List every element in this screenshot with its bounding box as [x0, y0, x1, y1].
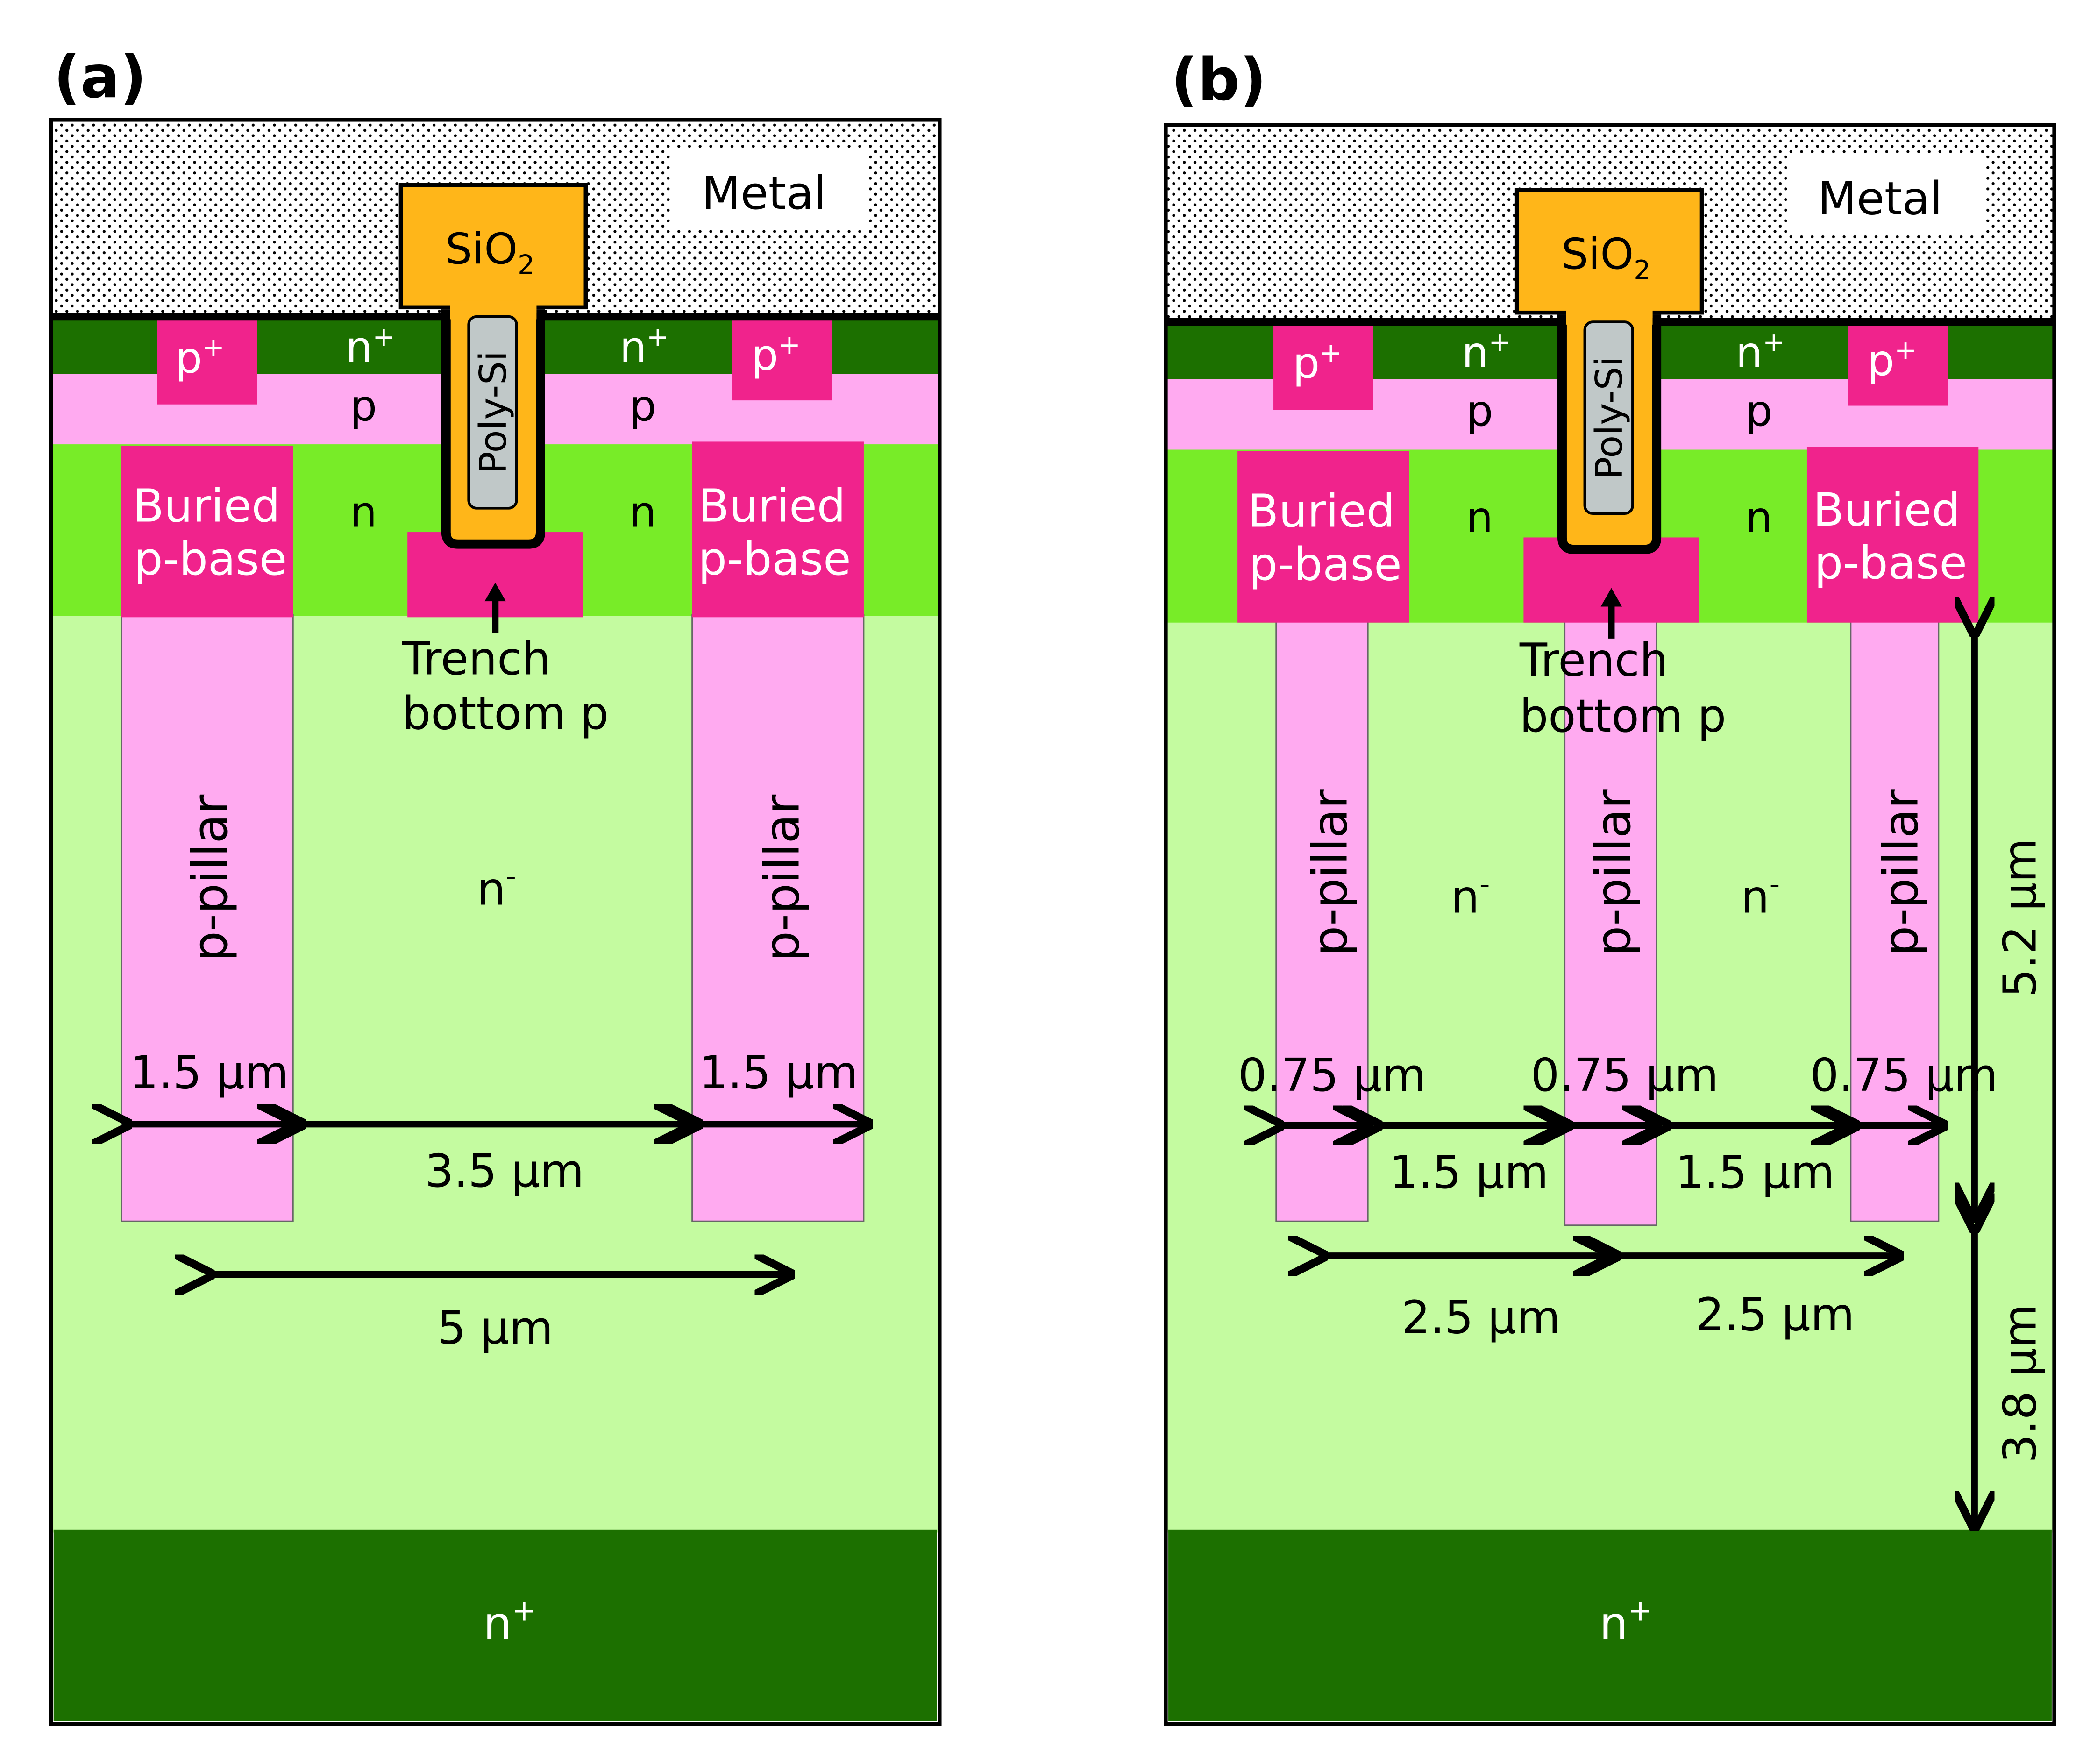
n-right-label: n	[629, 488, 656, 537]
dim-pillar-right: 1.5 μm	[699, 1046, 858, 1099]
buried-p-base-left-label: Buried	[1248, 485, 1395, 538]
substrate-label: n+	[483, 1593, 537, 1650]
p-left-label: p	[1466, 386, 1493, 436]
n-left-label: n	[1466, 493, 1493, 542]
panel-b-frame	[1164, 123, 2056, 1726]
p-pillar-left-label: p-pillar	[1303, 789, 1358, 956]
substrate-label: n+	[1600, 1593, 1653, 1650]
dim-pitch-label: 5 μm	[437, 1302, 553, 1354]
dim-gap-left-label: 1.5 μm	[1389, 1146, 1549, 1199]
trench-bottom-arrowhead	[484, 583, 506, 602]
p-pillar-right-label: p-pillar	[754, 794, 810, 961]
buried-p-base-right-label: Buried	[698, 479, 846, 532]
p-plus-left	[157, 316, 257, 405]
p-pillar-center-label: p-pillar	[1586, 789, 1642, 956]
poly-si	[467, 315, 518, 510]
n-plus-left-label: n+	[346, 321, 395, 372]
dim-pillar-left: 1.5 μm	[130, 1046, 289, 1099]
sio2-cap	[398, 183, 588, 310]
dim-pillar-right: 0.75 μm	[1810, 1049, 1998, 1102]
p-pillar-right-label: p-pillar	[1873, 789, 1929, 956]
poly-si-label: Poly-Si	[1587, 356, 1631, 479]
p-plus-right-label: p+	[1867, 335, 1917, 385]
p-left-label: p	[350, 381, 377, 431]
dim-upper-depth-label: 5.2 μm	[1994, 839, 2047, 998]
p-plus-left	[1273, 322, 1373, 410]
sio2-label: SiO2	[445, 224, 534, 281]
p-plus-right	[732, 316, 832, 401]
metal-label-box	[1788, 154, 1985, 235]
buried-p-base-right	[692, 441, 864, 618]
poly-si	[1583, 320, 1634, 515]
n-plus-substrate	[53, 1529, 937, 1721]
n-minus-right-label: n-	[1741, 867, 1780, 924]
dim-pillar-left: 0.75 μm	[1238, 1049, 1426, 1102]
n-plus-right-label: n+	[1736, 327, 1785, 377]
panel-b: (b) Metal n+ p-pillar p-pillar p-pillar …	[1164, 46, 2056, 1726]
sio2-label: SiO2	[1561, 229, 1650, 286]
n-minus-label: n-	[477, 859, 516, 916]
poly-si-label: Poly-Si	[471, 351, 515, 474]
p-plus-left-label: p+	[175, 332, 225, 383]
p-right-label: p	[629, 381, 656, 431]
trench-bottom-arrowhead	[1600, 588, 1622, 607]
buried-p-base-left	[121, 445, 293, 618]
metal-label: Metal	[702, 167, 826, 220]
metal-label: Metal	[1818, 172, 1942, 225]
buried-p-base-left	[1237, 451, 1409, 623]
dim-pitch-left-label: 2.5 μm	[1401, 1291, 1561, 1344]
trench-label: Trench	[402, 633, 551, 685]
dim-pillar-center: 0.75 μm	[1531, 1049, 1719, 1102]
buried-p-base-right-label: Buried	[1813, 484, 1960, 536]
trench-label2: bottom p	[402, 687, 609, 740]
n-left-label: n	[350, 488, 377, 537]
buried-p-base-left-label2: p-base	[134, 533, 287, 585]
p-right-label: p	[1746, 386, 1773, 436]
p-pillar-left-label: p-pillar	[183, 794, 238, 961]
buried-p-base-right-label2: p-base	[1814, 537, 1967, 590]
buried-p-base-left-label2: p-base	[1249, 538, 1402, 591]
buried-p-base-left-label: Buried	[133, 479, 280, 532]
sio2-cap	[1514, 188, 1704, 315]
p-plus-left-label: p+	[1293, 338, 1342, 388]
metal-label-box	[672, 149, 869, 229]
buried-p-base-right-label2: p-base	[698, 533, 851, 585]
p-plus-right-label: p+	[751, 329, 801, 380]
n-plus-right-label: n+	[619, 321, 668, 372]
trench-label: Trench	[1519, 634, 1668, 687]
panel-a: (a) Metal n+ p-pillar p-pillar Buried p-…	[49, 43, 942, 1726]
dim-lower-depth-label: 3.8 μm	[1994, 1304, 2047, 1463]
dim-gap-label: 3.5 μm	[425, 1145, 584, 1197]
p-plus-right	[1848, 322, 1948, 406]
panel-a-label: (a)	[54, 43, 147, 111]
panel-a-frame	[49, 118, 942, 1726]
n-minus-left-label: n-	[1451, 867, 1490, 924]
trench-label2: bottom p	[1520, 690, 1726, 742]
dim-gap-right-label: 1.5 μm	[1676, 1146, 1835, 1199]
panel-b-label: (b)	[1171, 46, 1266, 114]
dim-pitch-right-label: 2.5 μm	[1695, 1288, 1855, 1341]
n-right-label: n	[1746, 493, 1773, 542]
n-plus-left-label: n+	[1462, 327, 1511, 377]
buried-p-base-right	[1806, 447, 1979, 623]
n-plus-substrate	[1168, 1529, 2052, 1721]
